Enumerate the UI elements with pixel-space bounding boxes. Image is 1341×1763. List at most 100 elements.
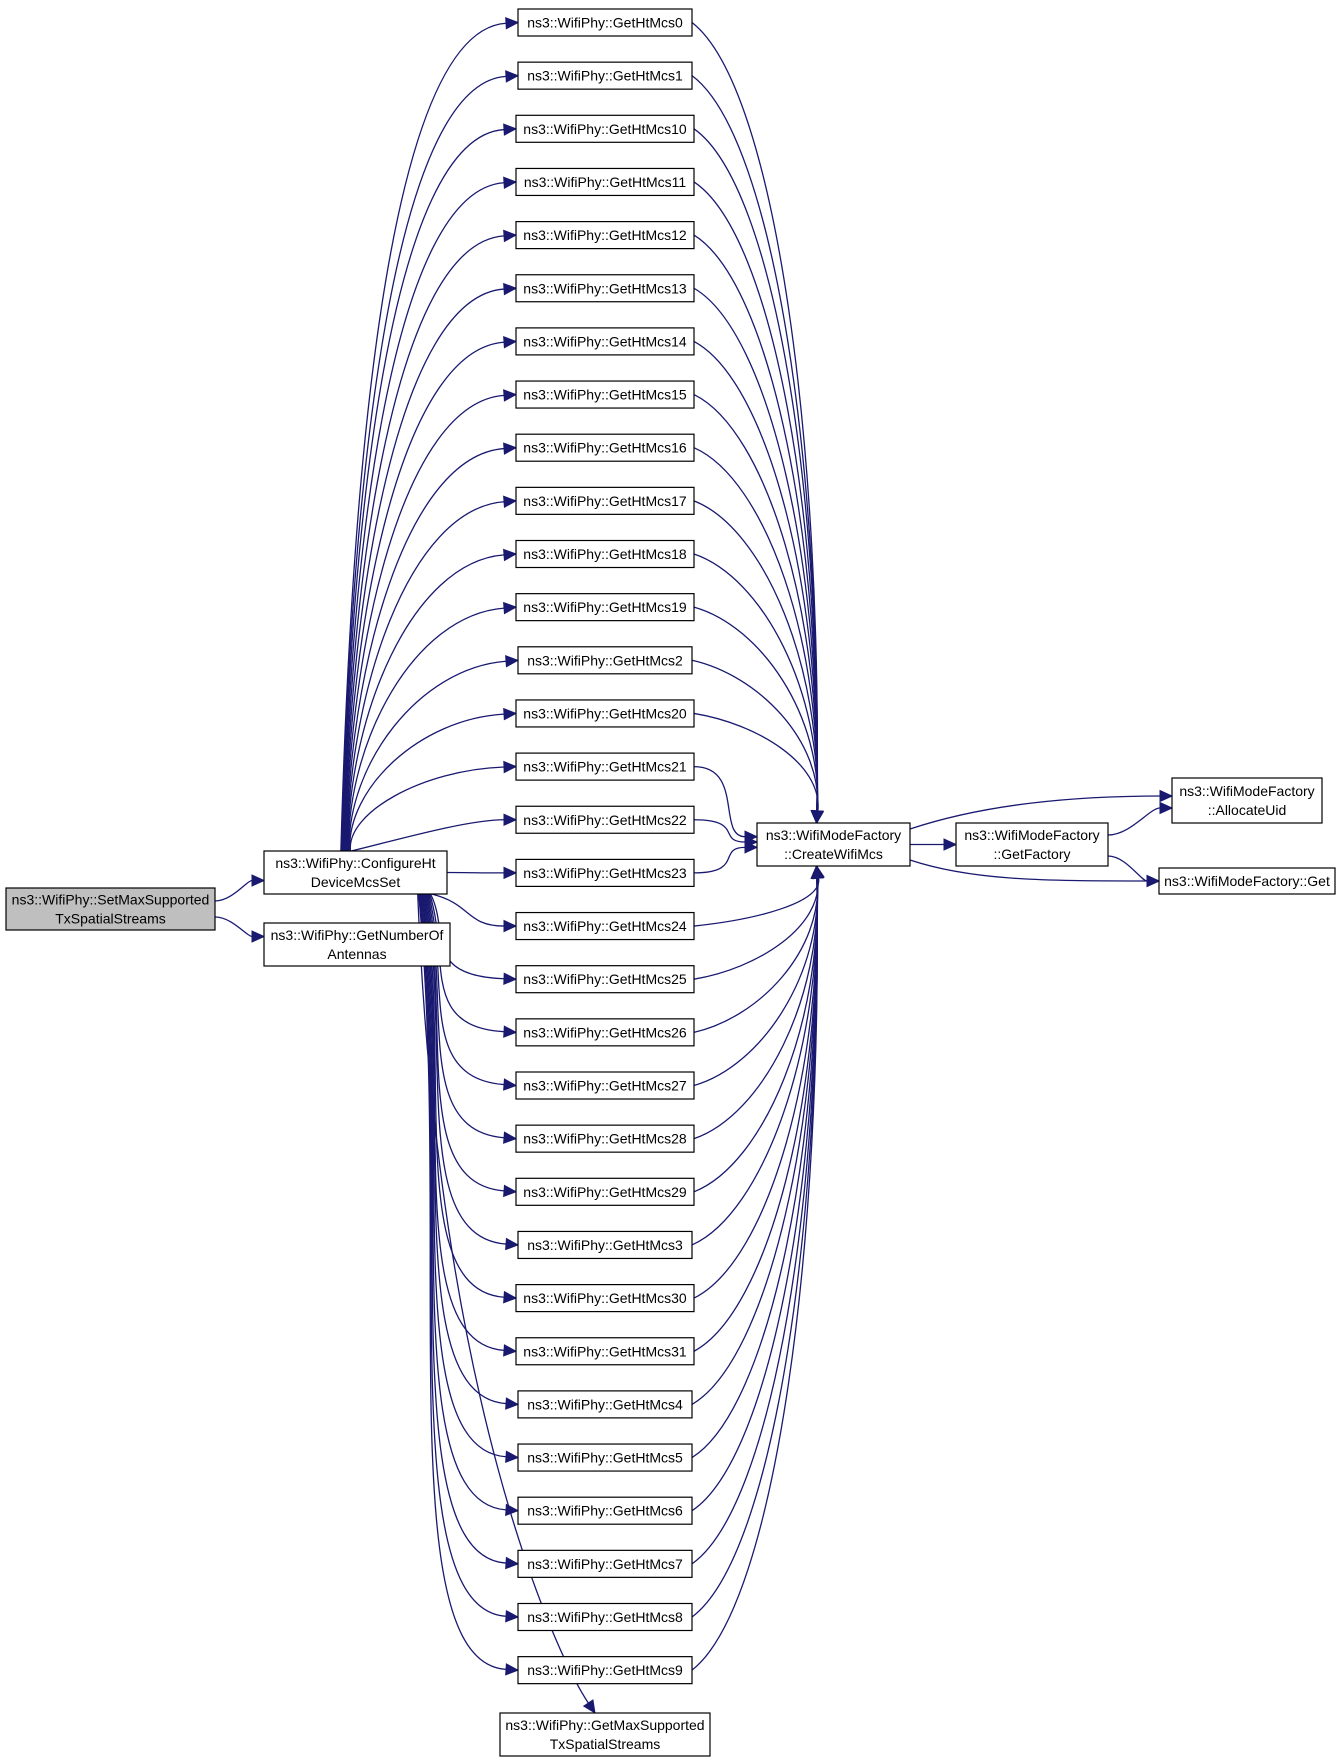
node-mcs20[interactable]: ns3::WifiPhy::GetHtMcs20 (515, 699, 695, 728)
node-box-mcs11[interactable] (515, 167, 695, 197)
node-box-get[interactable] (1158, 867, 1336, 895)
node-mcs4[interactable]: ns3::WifiPhy::GetHtMcs4 (517, 1390, 693, 1419)
node-box-mcs2[interactable] (517, 646, 693, 675)
node-label-mcs12-0: ns3::WifiPhy::GetHtMcs12 (523, 227, 687, 243)
node-mcs27[interactable]: ns3::WifiPhy::GetHtMcs27 (515, 1071, 695, 1100)
node-mcs21[interactable]: ns3::WifiPhy::GetHtMcs21 (515, 752, 695, 781)
arrowhead-root-to-antennas (251, 930, 266, 943)
node-mcs8[interactable]: ns3::WifiPhy::GetHtMcs8 (517, 1602, 693, 1632)
node-mcs29[interactable]: ns3::WifiPhy::GetHtMcs29 (515, 1177, 695, 1206)
node-box-mcs20[interactable] (515, 699, 695, 728)
node-mcs5[interactable]: ns3::WifiPhy::GetHtMcs5 (517, 1443, 693, 1472)
node-mcs15[interactable]: ns3::WifiPhy::GetHtMcs15 (515, 380, 695, 409)
arrowhead-configure-to-mcs14 (503, 335, 518, 349)
edge-configure-to-mcs24 (431, 893, 505, 927)
node-mcs1[interactable]: ns3::WifiPhy::GetHtMcs1 (517, 61, 693, 90)
node-box-mcs25[interactable] (515, 965, 695, 994)
node-box-mcs14[interactable] (515, 327, 695, 356)
node-box-mcs19[interactable] (515, 593, 695, 622)
node-mcs2[interactable]: ns3::WifiPhy::GetHtMcs2 (517, 646, 693, 675)
node-box-configure[interactable] (263, 850, 448, 895)
node-box-mcs13[interactable] (515, 274, 695, 303)
node-allocate[interactable]: ns3::WifiModeFactory::AllocateUid (1171, 777, 1323, 824)
node-mcs13[interactable]: ns3::WifiPhy::GetHtMcs13 (515, 274, 695, 303)
node-mcs0[interactable]: ns3::WifiPhy::GetHtMcs0 (517, 8, 693, 37)
node-box-mcs21[interactable] (515, 752, 695, 781)
edge-configure-to-mcs31 (423, 893, 505, 1352)
node-create[interactable]: ns3::WifiModeFactory::CreateWifiMcs (756, 822, 911, 867)
node-mcs9[interactable]: ns3::WifiPhy::GetHtMcs9 (517, 1656, 693, 1685)
node-mcs22[interactable]: ns3::WifiPhy::GetHtMcs22 (515, 805, 695, 834)
edge-configure-to-mcs21 (349, 766, 505, 852)
node-mcs26[interactable]: ns3::WifiPhy::GetHtMcs26 (515, 1018, 695, 1047)
node-box-mcs28[interactable] (515, 1124, 695, 1153)
node-box-mcs30[interactable] (515, 1283, 695, 1313)
node-getfactory[interactable]: ns3::WifiModeFactory::GetFactory (955, 822, 1109, 867)
edge-configure-to-mcs6 (420, 893, 507, 1511)
node-box-antennas[interactable] (263, 922, 451, 967)
node-box-mcs24[interactable] (515, 911, 695, 941)
node-box-mcs12[interactable] (515, 221, 695, 250)
node-mcs18[interactable]: ns3::WifiPhy::GetHtMcs18 (515, 539, 695, 569)
node-box-mcs22[interactable] (515, 805, 695, 834)
node-box-mcs31[interactable] (515, 1337, 695, 1366)
node-box-mcs26[interactable] (515, 1018, 695, 1047)
node-label-mcs10-0: ns3::WifiPhy::GetHtMcs10 (523, 121, 687, 137)
node-box-mcs10[interactable] (515, 114, 695, 143)
node-box-mcs5[interactable] (517, 1443, 693, 1472)
arrowhead-configure-to-mcs29 (503, 1184, 518, 1198)
node-box-mcs4[interactable] (517, 1390, 693, 1419)
node-maxss[interactable]: ns3::WifiPhy::GetMaxSupportedTxSpatialSt… (499, 1712, 711, 1757)
node-mcs6[interactable]: ns3::WifiPhy::GetHtMcs6 (517, 1496, 693, 1525)
node-mcs17[interactable]: ns3::WifiPhy::GetHtMcs17 (515, 486, 695, 515)
edge-configure-to-mcs0 (340, 22, 507, 852)
node-mcs19[interactable]: ns3::WifiPhy::GetHtMcs19 (515, 593, 695, 622)
nodes-layer: ns3::WifiPhy::SetMaxSupportedTxSpatialSt… (5, 8, 1336, 1757)
node-box-mcs7[interactable] (517, 1549, 693, 1578)
node-box-mcs27[interactable] (515, 1071, 695, 1100)
edge-mcs23-to-create (693, 846, 746, 874)
node-box-mcs29[interactable] (515, 1177, 695, 1206)
node-box-mcs23[interactable] (515, 858, 695, 888)
node-mcs24[interactable]: ns3::WifiPhy::GetHtMcs24 (515, 911, 695, 941)
node-mcs10[interactable]: ns3::WifiPhy::GetHtMcs10 (515, 114, 695, 143)
arrowhead-root-to-configure (251, 874, 266, 887)
node-mcs16[interactable]: ns3::WifiPhy::GetHtMcs16 (515, 433, 695, 462)
node-mcs7[interactable]: ns3::WifiPhy::GetHtMcs7 (517, 1549, 693, 1578)
node-box-maxss[interactable] (499, 1712, 711, 1757)
node-box-root[interactable] (5, 887, 216, 931)
node-box-create[interactable] (756, 822, 911, 867)
node-box-allocate[interactable] (1171, 777, 1323, 824)
node-box-mcs6[interactable] (517, 1496, 693, 1525)
node-box-mcs0[interactable] (517, 8, 693, 37)
node-box-mcs1[interactable] (517, 61, 693, 90)
node-root[interactable]: ns3::WifiPhy::SetMaxSupportedTxSpatialSt… (5, 887, 216, 931)
node-get[interactable]: ns3::WifiModeFactory::Get (1158, 867, 1336, 895)
node-box-mcs17[interactable] (515, 486, 695, 515)
edge-configure-to-mcs14 (344, 341, 505, 852)
node-box-mcs16[interactable] (515, 433, 695, 462)
node-label-mcs4-0: ns3::WifiPhy::GetHtMcs4 (527, 1396, 683, 1412)
node-box-mcs9[interactable] (517, 1656, 693, 1685)
node-mcs23[interactable]: ns3::WifiPhy::GetHtMcs23 (515, 858, 695, 888)
node-box-mcs3[interactable] (517, 1230, 693, 1260)
node-label-mcs24-0: ns3::WifiPhy::GetHtMcs24 (523, 918, 687, 934)
node-mcs3[interactable]: ns3::WifiPhy::GetHtMcs3 (517, 1230, 693, 1260)
node-mcs12[interactable]: ns3::WifiPhy::GetHtMcs12 (515, 221, 695, 250)
node-mcs25[interactable]: ns3::WifiPhy::GetHtMcs25 (515, 965, 695, 994)
node-label-mcs3-0: ns3::WifiPhy::GetHtMcs3 (527, 1237, 683, 1253)
node-box-mcs8[interactable] (517, 1602, 693, 1632)
arrowhead-configure-to-mcs20 (503, 707, 518, 721)
node-mcs28[interactable]: ns3::WifiPhy::GetHtMcs28 (515, 1124, 695, 1153)
node-box-mcs18[interactable] (515, 539, 695, 569)
node-mcs31[interactable]: ns3::WifiPhy::GetHtMcs31 (515, 1337, 695, 1366)
node-box-getfactory[interactable] (955, 822, 1109, 867)
node-box-mcs15[interactable] (515, 380, 695, 409)
arrowhead-configure-to-mcs19 (503, 601, 518, 615)
node-mcs14[interactable]: ns3::WifiPhy::GetHtMcs14 (515, 327, 695, 356)
node-label-mcs21-0: ns3::WifiPhy::GetHtMcs21 (523, 759, 687, 775)
node-mcs30[interactable]: ns3::WifiPhy::GetHtMcs30 (515, 1283, 695, 1313)
node-mcs11[interactable]: ns3::WifiPhy::GetHtMcs11 (515, 167, 695, 197)
